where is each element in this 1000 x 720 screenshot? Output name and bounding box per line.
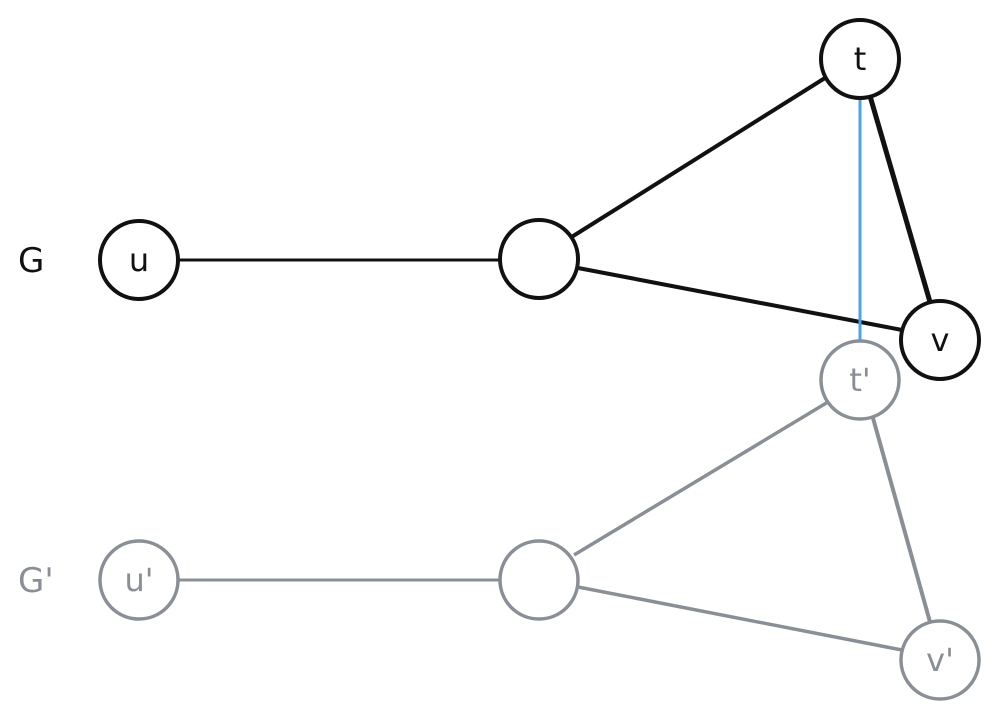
edge-m-t xyxy=(568,76,827,240)
node-u-prime-label: u' xyxy=(124,561,153,599)
node-u xyxy=(98,219,180,301)
graph-g-prime-label: G' xyxy=(18,561,54,601)
node-t-prime xyxy=(819,339,901,421)
node-t-prime-label: t' xyxy=(849,361,870,399)
node-v-label: v xyxy=(931,321,950,359)
node-u-label: u xyxy=(129,241,149,279)
node-middle-prime xyxy=(498,539,580,621)
graph-g-label: G xyxy=(18,241,44,281)
node-v-prime-label: v' xyxy=(926,641,954,679)
node-v xyxy=(899,299,981,381)
node-u-prime xyxy=(98,539,180,621)
node-middle xyxy=(498,218,580,300)
node-v-prime xyxy=(899,619,981,701)
edge-m2-v2 xyxy=(577,585,903,652)
edge-m2-t2 xyxy=(573,400,829,557)
node-t xyxy=(819,18,901,100)
node-t-label: t xyxy=(854,40,867,78)
edge-t-v xyxy=(867,95,933,303)
edge-t2-v2 xyxy=(871,417,932,623)
edge-m-v xyxy=(577,266,903,332)
